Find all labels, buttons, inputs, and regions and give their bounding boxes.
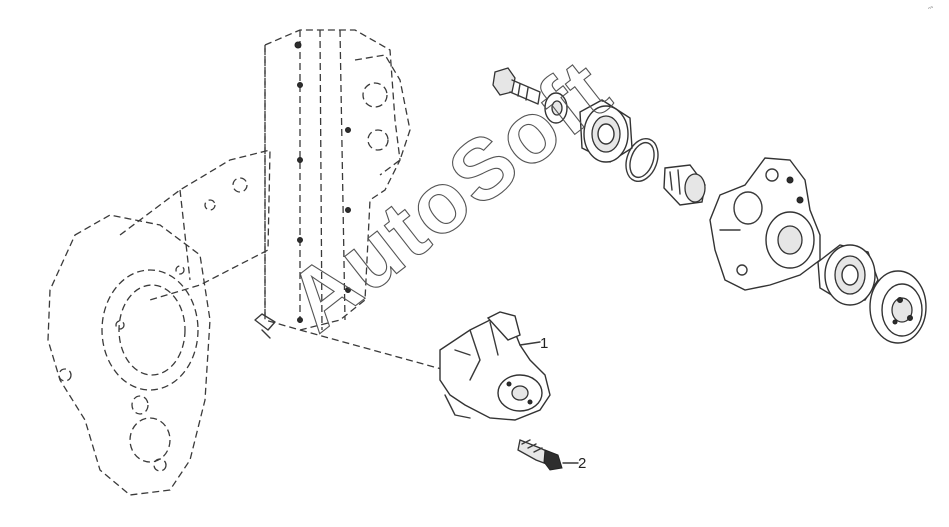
tensioner-bracket [709,157,821,291]
idler-pulley [869,270,927,344]
watermark: AutoSoft [271,41,629,350]
water-pump [439,311,551,421]
callout-1: 1 [519,335,548,352]
corner-mark: ᵔ˜ [928,7,934,14]
snap-ring [625,137,659,183]
water-pump-bolt [517,439,563,471]
tensioner-bolt [492,67,541,105]
upper-bearing [579,99,633,163]
housing-bolt-dots [294,41,351,323]
lower-bearing [817,244,879,306]
callout-label-2: 2 [578,455,586,472]
tensioner-assembly [492,67,927,344]
bushing-sleeve [663,164,706,206]
callout-label-1: 1 [540,335,548,352]
callout-2: 2 [562,455,586,472]
engine-front-housing [47,29,411,496]
